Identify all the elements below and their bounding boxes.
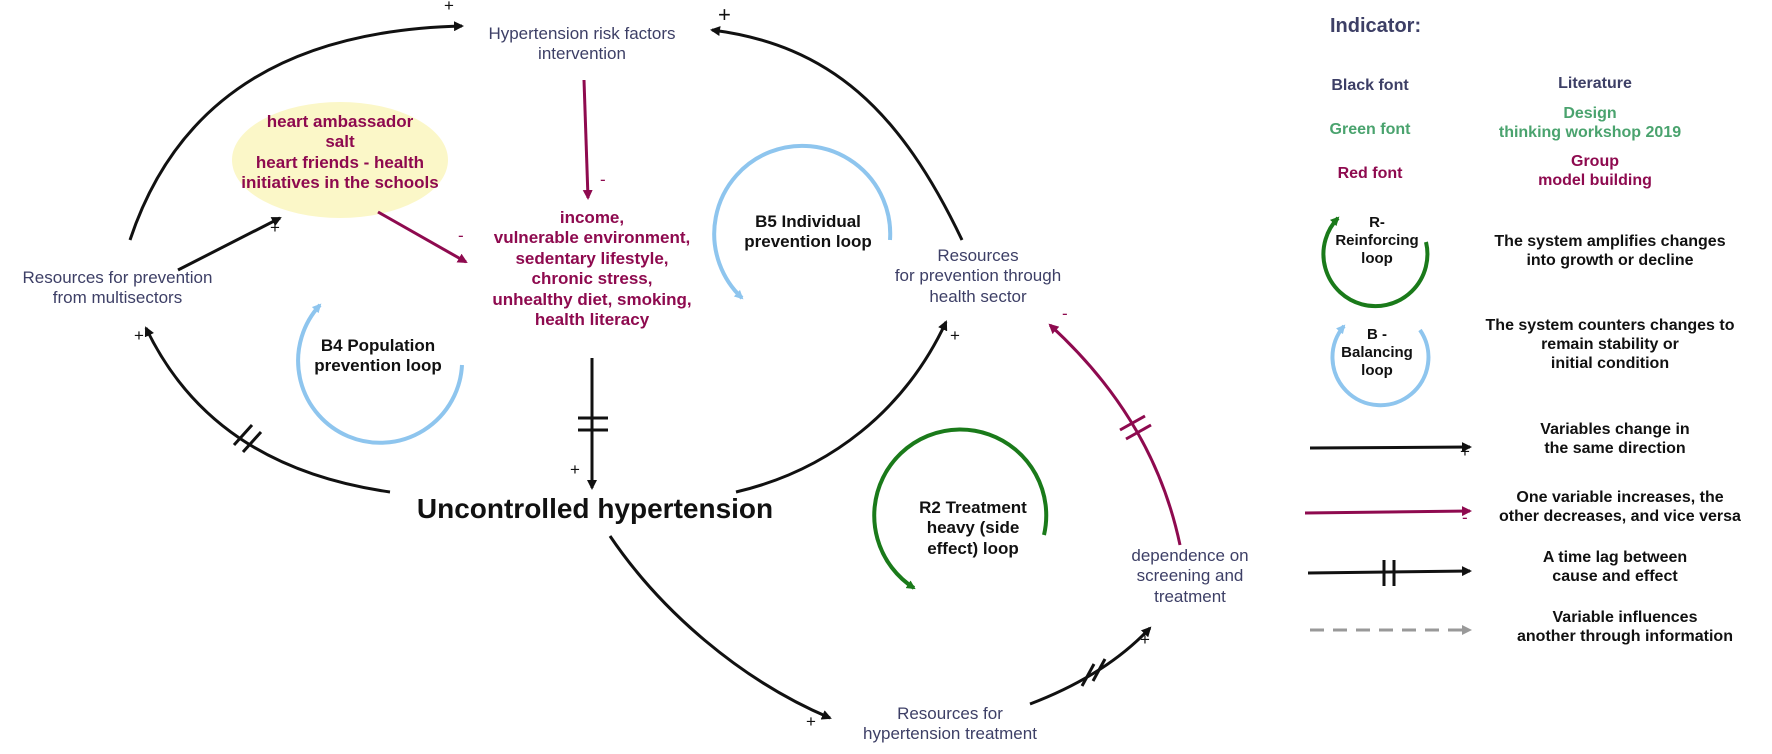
legend-red-font: Red font <box>1337 165 1403 182</box>
legend-title: Indicator: <box>1330 15 1422 37</box>
loop-b5-label: B5 Individual prevention loop <box>744 212 872 252</box>
arrow-multisectors-to-school <box>177 216 282 272</box>
node-school-initiatives: heart ambassador salt heart friends - he… <box>241 112 439 193</box>
legend-b-loop-icon <box>1330 324 1431 408</box>
legend-black-font: Black font <box>1331 77 1409 94</box>
legend-r-description: The system amplifies changes into growth… <box>1494 233 1726 270</box>
polarity-sign: + <box>806 712 816 731</box>
polarity-sign: - <box>600 170 606 189</box>
arrow-uncontrolled-to-health-sector <box>735 320 948 494</box>
legend-group-model: Group model building <box>1538 153 1652 190</box>
polarity-sign: - <box>458 226 464 245</box>
legend-information: Variable influences another through info… <box>1517 609 1733 646</box>
legend-time-lag: A time lag between cause and effect <box>1542 549 1688 586</box>
legend-same-direction-arrow <box>1309 442 1472 453</box>
loop-r2-circle <box>872 427 1049 590</box>
legend-time-lag-arrow <box>1307 566 1472 577</box>
node-treatment-resources: Resources for hypertension treatment <box>863 704 1037 744</box>
legend-opposite: One variable increases, the other decrea… <box>1499 489 1741 526</box>
legend-r-loop-icon <box>1321 216 1430 309</box>
legend-b-loop-label: B - Balancing loop <box>1341 326 1413 379</box>
highlight-ellipse <box>232 102 448 218</box>
delay-mark <box>241 430 263 454</box>
node-risk-causes: income, vulnerable environment, sedentar… <box>492 208 692 329</box>
delay-mark <box>1080 663 1096 687</box>
legend-design-workshop: Design thinking workshop 2019 <box>1498 105 1682 142</box>
arrow-treatment-to-dependence <box>1029 626 1152 706</box>
legend-opposite-arrow <box>1304 506 1472 517</box>
node-risk-factors-intervention: Hypertension risk factors intervention <box>488 24 676 64</box>
node-uncontrolled-hypertension: Uncontrolled hypertension <box>416 493 774 524</box>
loop-b4-circle <box>296 303 464 445</box>
loop-r2-label: R2 Treatment heavy (side effect) loop <box>919 498 1027 558</box>
loop-b4-label: B4 Population prevention loop <box>314 336 442 376</box>
delay-mark <box>232 423 254 447</box>
polarity-sign: - <box>1062 304 1068 323</box>
polarity-sign: + <box>270 218 280 237</box>
arrow-health-sector-to-intervention <box>710 26 964 241</box>
arrow-intervention-to-causes <box>582 79 593 200</box>
node-dependence: dependence on screening and treatment <box>1131 546 1249 606</box>
legend-literature: Literature <box>1558 75 1632 92</box>
legend-same-direction: Variables change in the same direction <box>1540 421 1690 458</box>
loop-b5-circle <box>712 143 893 300</box>
delay-mark <box>1119 414 1146 432</box>
polarity-sign: + <box>570 460 580 479</box>
node-health-sector: Resources for prevention through health … <box>894 246 1062 306</box>
delay-mark <box>1125 423 1152 441</box>
polarity-sign: + <box>718 2 731 27</box>
legend-minus-sign: - <box>1462 508 1468 527</box>
arrow-dependence-to-health-sector <box>1048 323 1182 546</box>
arrow-uncontrolled-to-treatment <box>608 535 832 720</box>
legend-r-loop-label: R- Reinforcing loop <box>1335 214 1419 267</box>
legend-green-font: Green font <box>1329 121 1411 138</box>
polarity-sign: + <box>1140 630 1150 649</box>
arrow-school-to-causes <box>377 210 468 264</box>
legend-b-description: The system counters changes to remain st… <box>1485 317 1735 373</box>
polarity-sign: + <box>134 326 144 345</box>
legend-plus-sign: + <box>1460 442 1470 461</box>
polarity-sign: + <box>950 326 960 345</box>
node-multisectors: Resources for prevention from multisecto… <box>22 268 213 308</box>
polarity-sign: + <box>444 0 454 15</box>
delay-mark <box>1091 658 1107 682</box>
arrow-multisectors-to-intervention <box>128 21 464 241</box>
